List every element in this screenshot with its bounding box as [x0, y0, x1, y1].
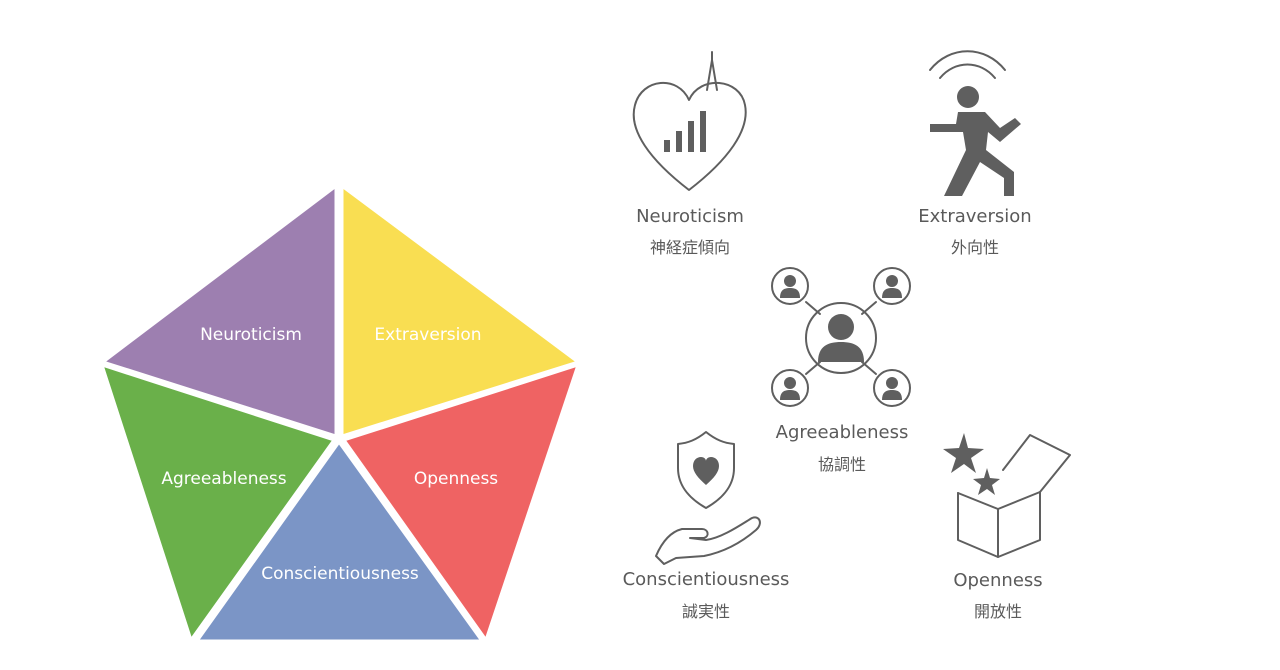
- icon-label-neuroticism: Neuroticism: [636, 206, 744, 227]
- icon-label-jp-conscientiousness: 誠実性: [682, 602, 730, 621]
- segment-label-openness: Openness: [414, 469, 498, 489]
- segment-label-agreeableness: Agreeableness: [161, 469, 286, 489]
- person-running-signal-icon: [929, 50, 1021, 196]
- icon-label-extraversion: Extraversion: [918, 206, 1031, 227]
- segment-extraversion: [340, 184, 580, 438]
- segment-agreeableness: [100, 363, 336, 642]
- icon-label-openness: Openness: [953, 570, 1042, 591]
- icon-label-agreeableness: Agreeableness: [776, 422, 909, 443]
- open-box-stars-icon: [943, 433, 1071, 558]
- heart-signal-icon: [632, 51, 747, 191]
- network-people-icon: [771, 267, 911, 407]
- icon-label-jp-agreeableness: 協調性: [818, 455, 866, 474]
- icon-label-jp-neuroticism: 神経症傾向: [650, 238, 730, 257]
- hand-shield-heart-icon: [655, 431, 761, 565]
- segment-conscientiousness: [195, 440, 484, 643]
- segment-label-conscientiousness: Conscientiousness: [261, 564, 419, 584]
- segment-label-extraversion: Extraversion: [374, 325, 481, 345]
- icon-label-jp-extraversion: 外向性: [951, 238, 999, 257]
- segment-neuroticism: [101, 184, 338, 438]
- segment-openness: [342, 363, 580, 642]
- icon-label-jp-openness: 開放性: [974, 602, 1022, 621]
- personality-pentagon: Neuroticism Extraversion Openness Consci…: [100, 184, 580, 643]
- segment-label-neuroticism: Neuroticism: [200, 325, 302, 345]
- icon-label-conscientiousness: Conscientiousness: [623, 569, 790, 590]
